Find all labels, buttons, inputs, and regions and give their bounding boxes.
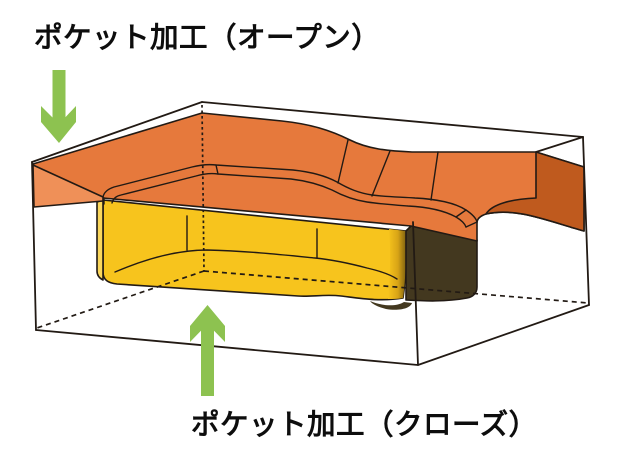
- stock-bottom-edges: [35, 304, 590, 366]
- stock-hidden-edges: [36, 104, 589, 329]
- open-pocket-wall-tick-4: [371, 150, 391, 197]
- closed-pocket-fillet-line: [114, 249, 398, 280]
- stock-hidden-bottom-right: [203, 270, 589, 304]
- open-pocket-arrow: [41, 70, 76, 143]
- open-pocket-wall-tick-7: [465, 221, 478, 228]
- arrow-up-icon: [190, 305, 225, 342]
- stock-left-edge: [31, 161, 37, 331]
- arrow-down-icon: [41, 106, 76, 143]
- arrow-up-shaft: [201, 320, 214, 396]
- open-pocket-wall-tick-2: [215, 164, 219, 175]
- closed-pocket-arrow: [190, 305, 225, 396]
- open-pocket-front-face: [32, 164, 104, 208]
- closed-pocket-solid: [96, 199, 407, 301]
- stock-top-back-left-edge: [31, 101, 203, 163]
- stock-hidden-bottom-left: [36, 270, 205, 329]
- open-pocket-rim-outer: [102, 163, 478, 223]
- stock-front-edge: [412, 221, 419, 366]
- closed-pocket-label: ポケット加工（クローズ）: [191, 408, 538, 441]
- stock-top-front-right-edge: [535, 136, 584, 153]
- closed-pocket-left-face: [96, 199, 104, 281]
- open-pocket-label: ポケット加工（オープン）: [34, 21, 380, 54]
- arrow-down-shaft: [52, 70, 66, 127]
- open-pocket-wall-tick-6: [455, 209, 467, 218]
- open-pocket-wall-tick-5: [430, 151, 439, 201]
- open-pocket-side-face: [485, 151, 585, 232]
- closed-pocket-corner-gradient: [388, 229, 406, 299]
- open-pocket-rim-inner: [111, 172, 467, 228]
- open-pocket-wall-tick-3: [337, 139, 349, 184]
- open-pocket-solid: [32, 112, 585, 242]
- stock-right-edge: [582, 136, 590, 306]
- stock-hidden-back-vertical: [201, 104, 205, 272]
- stock-wireframe: [31, 101, 590, 366]
- stock-top-back-right-edge: [201, 101, 584, 138]
- closed-pocket-shadow-tail: [370, 301, 412, 310]
- closed-pocket-shadow-face: [405, 225, 478, 302]
